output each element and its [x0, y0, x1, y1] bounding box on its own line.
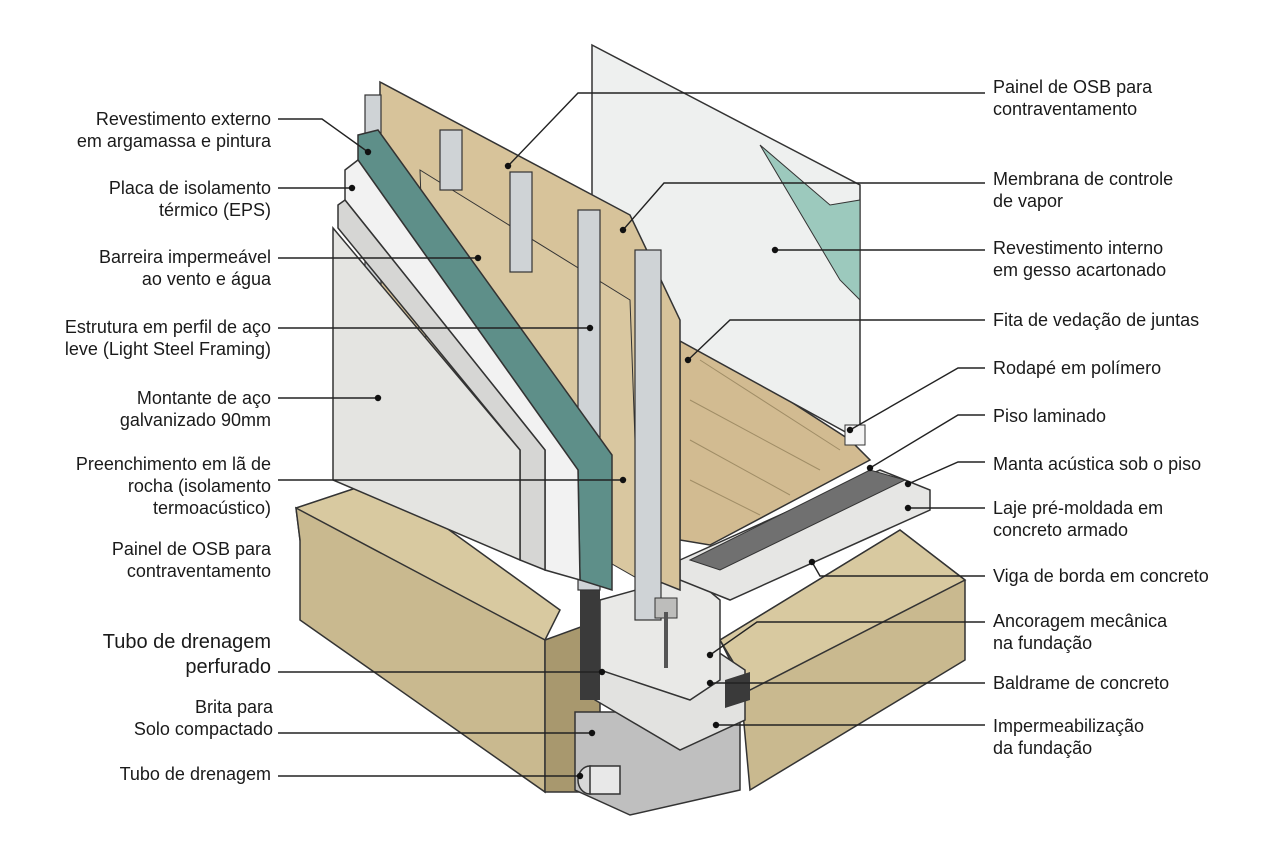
label-painel-osb-esq: Painel de OSB para contraventamento — [111, 539, 271, 581]
leader-montante-aco-dot — [374, 394, 382, 402]
leader-revestimento-interno-dot — [771, 246, 779, 254]
leader-piso-laminado — [869, 414, 985, 469]
leader-placa-isolamento-dot — [348, 184, 356, 192]
leader-rodape-dot — [846, 426, 854, 434]
label-placa-isolamento: Placa de isolamento térmico (EPS) — [108, 178, 271, 220]
leader-estrutura-perfil-dot — [586, 324, 594, 332]
leader-baldrame-dot — [706, 679, 714, 687]
leader-manta-acustica-dot — [904, 480, 912, 488]
label-laje-pre-moldada: Laje pré-moldada em concreto armado — [993, 498, 1164, 540]
leader-membrana-vapor — [622, 182, 985, 231]
slab-floor — [679, 328, 931, 601]
label-ancoragem: Ancoragem mecânica na fundação — [993, 611, 1168, 653]
leader-fita-vedacao — [687, 319, 985, 361]
label-tubo-drenagem: Tubo de drenagem — [119, 764, 271, 784]
leader-painel-osb-dir — [507, 92, 985, 167]
label-tubo-drenagem-perf: Tubo de drenagem perfurado — [102, 631, 271, 678]
label-brita-solo: Brita para Solo compactado — [133, 697, 273, 739]
label-rodape: Rodapé em polímero — [993, 358, 1162, 378]
label-viga-borda: Viga de borda em concreto — [993, 566, 1209, 586]
leader-ancoragem-dot — [706, 651, 714, 659]
label-montante-aco: Montante de aço galvanizado 90mm — [119, 388, 271, 430]
label-estrutura-perfil: Estrutura em perfil de aço leve (Light S… — [64, 317, 271, 359]
label-baldrame: Baldrame de concreto — [993, 673, 1170, 693]
label-manta-acustica: Manta acústica sob o piso — [993, 454, 1202, 474]
label-barreira-impermeavel: Barreira impermeável ao vento e água — [98, 247, 271, 289]
leader-impermeabilizacao-dot — [712, 721, 720, 729]
leader-revestimento-externo — [278, 118, 369, 153]
foundation — [574, 574, 750, 816]
leader-barreira-impermeavel-dot — [474, 254, 482, 262]
label-revestimento-externo: Revestimento externo em argamassa e pint… — [76, 109, 271, 151]
leader-brita-solo-dot — [588, 729, 596, 737]
leader-viga-borda-dot — [808, 558, 816, 566]
label-fita-vedacao: Fita de vedação de juntas — [993, 310, 1200, 330]
label-painel-osb-dir: Painel de OSB para contraventamento — [993, 77, 1153, 119]
leader-fita-vedacao-dot — [684, 356, 692, 364]
label-impermeabilizacao: Impermeabilização da fundação — [993, 716, 1145, 758]
leader-viga-borda — [811, 561, 985, 577]
leader-preenchimento-la-dot — [619, 476, 627, 484]
leader-ancoragem — [709, 621, 985, 656]
leader-piso-laminado-dot — [866, 464, 874, 472]
leader-laje-pre-moldada-dot — [904, 504, 912, 512]
label-preenchimento-la: Preenchimento em lã de rocha (isolamento… — [75, 454, 271, 518]
leader-tubo-drenagem-perf-dot — [598, 668, 606, 676]
leader-membrana-vapor-dot — [619, 226, 627, 234]
leader-revestimento-externo-dot — [364, 148, 372, 156]
leader-painel-osb-dir-dot — [504, 162, 512, 170]
label-membrana-vapor: Membrana de controle de vapor — [993, 169, 1174, 211]
exterior-layers — [332, 129, 613, 592]
leader-manta-acustica — [907, 461, 985, 485]
label-revestimento-interno: Revestimento interno em gesso acartonado — [993, 238, 1167, 280]
leader-tubo-drenagem-dot — [576, 772, 584, 780]
leader-rodape — [849, 367, 985, 431]
label-piso-laminado: Piso laminado — [993, 406, 1107, 426]
